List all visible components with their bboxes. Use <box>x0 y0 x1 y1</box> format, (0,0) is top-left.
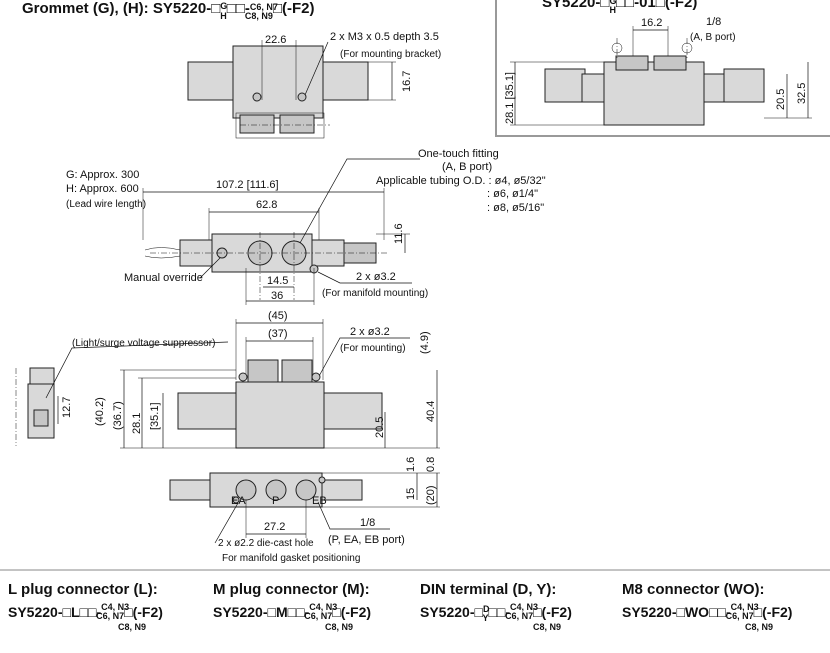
connector-heading-m: M plug connector (M): <box>213 581 370 598</box>
lead-h-text: H: Approx. 600 <box>66 183 139 195</box>
phi3-2-a: 2 x ø3.2 <box>356 271 396 283</box>
dim-eighth-bot: 1/8 <box>360 517 375 529</box>
dim-22-6: 22.6 <box>265 34 286 46</box>
dim-40-2: (40.2) <box>94 397 106 426</box>
ab-port-top-label: (A, B port) <box>690 32 736 43</box>
dim-32-5: 32.5 <box>796 83 808 104</box>
manual-override-label: Manual override <box>124 272 203 284</box>
view-bottom: EA P EB 1.6 0.8 15 (20) 27.2 1/8 (P, EA,… <box>169 457 440 564</box>
manifold-mount-label: (For manifold mounting) <box>322 288 428 299</box>
gasket-label: For manifold gasket positioning <box>222 553 360 564</box>
view-top-bracket: 22.6 2 x M3 x 0.5 depth 3.5 (For mountin… <box>187 31 441 139</box>
dim-62-8: 62.8 <box>256 199 277 211</box>
view-front: (45) (37) 2 x ø3.2 (For mounting) (4.9) … <box>15 310 440 449</box>
p-ea-eb-label: (P, EA, EB port) <box>328 534 405 546</box>
dim-28-1: 28.1 <box>131 413 143 434</box>
one-touch-label: One-touch fitting <box>418 148 499 160</box>
dim-eighth-top: 1/8 <box>706 16 721 28</box>
dim-16-2: 16.2 <box>641 17 662 29</box>
dim-4-9: (4.9) <box>419 331 431 354</box>
dim-0-8: 0.8 <box>425 457 437 472</box>
port-p: P <box>272 495 279 507</box>
dim-28-1-35-1: 28.1 [35.1] <box>504 72 516 124</box>
phi3-2-b: 2 x ø3.2 <box>350 326 390 338</box>
dim-107: 107.2 [111.6] <box>216 179 279 191</box>
port-eb: EB <box>312 495 327 507</box>
dim-20: (20) <box>425 485 437 505</box>
dim-12-7: 12.7 <box>61 397 73 418</box>
dim-35-1: [35.1] <box>149 402 161 430</box>
dim-20-5-top: 20.5 <box>775 89 787 110</box>
dim-16-7: 16.7 <box>401 71 413 92</box>
tubing-3: : ø8, ø5/16" <box>487 202 544 214</box>
suppressor-label: (Light/surge voltage suppressor) <box>72 338 215 349</box>
dim-1-6: 1.6 <box>405 457 417 472</box>
lead-wire-label: (Lead wire length) <box>66 199 146 210</box>
die-cast-label: 2 x ø2.2 die-cast hole <box>218 538 314 549</box>
m3-label: 2 x M3 x 0.5 depth 3.5 <box>330 31 439 43</box>
connector-heading-m8: M8 connector (WO): <box>622 581 765 598</box>
tubing-1: Applicable tubing O.D. : ø4, ø5/32" <box>376 175 546 187</box>
dim-20-5: 20.5 <box>374 417 386 438</box>
ab-port-label: (A, B port) <box>442 161 492 173</box>
lead-g-text: G: Approx. 300 <box>66 169 139 181</box>
dim-15: 15 <box>405 488 417 500</box>
connector-heading-l: L plug connector (L): <box>8 581 158 598</box>
tubing-2: : ø6, ø1/4" <box>487 188 538 200</box>
view-plan-fittings: G: Approx. 300 H: Approx. 600 (Lead wire… <box>66 148 546 305</box>
for-mounting-label: (For mounting) <box>340 343 406 354</box>
dim-27-2: 27.2 <box>264 521 285 533</box>
mount-bracket-label: (For mounting bracket) <box>340 49 441 60</box>
dim-11-6: 11.6 <box>393 223 405 244</box>
connector-heading-din: DIN terminal (D, Y): <box>420 581 556 598</box>
dim-36-7: (36.7) <box>112 401 124 430</box>
port-ea: EA <box>231 495 246 507</box>
dim-14-5: 14.5 <box>267 275 288 287</box>
connector-row: L plug connector (L): SY5220-□L□□-C4, N3… <box>0 569 830 632</box>
dim-40-4: 40.4 <box>425 401 437 422</box>
dim-37: (37) <box>268 328 288 340</box>
dim-45: (45) <box>268 310 288 322</box>
dim-36: 36 <box>271 290 283 302</box>
